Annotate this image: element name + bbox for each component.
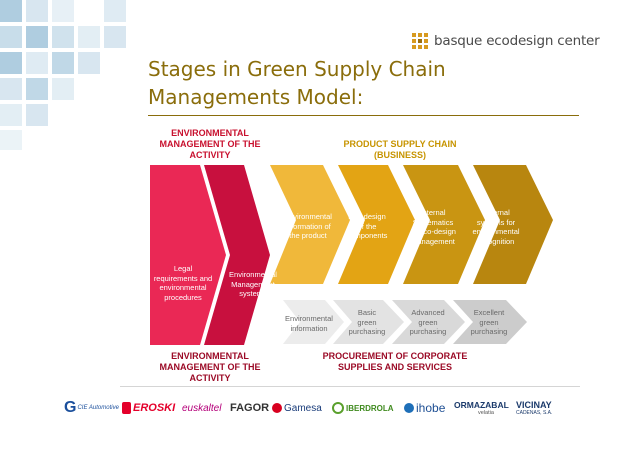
- header-procurement: PROCUREMENT OF CORPORATE SUPPLIES AND SE…: [322, 351, 468, 372]
- title-line-2: Managements Model:: [148, 85, 364, 109]
- ihobe-mark-icon: [404, 403, 414, 413]
- label-advanced-green: Advanced green purchasing: [409, 308, 447, 336]
- label-env-information: Environmental information: [285, 314, 333, 333]
- label-legal: Legal requirements and environmental pro…: [153, 264, 213, 302]
- logo-cie: G CIE Automotive: [64, 399, 119, 416]
- brand-name: basque ecodesign center: [434, 33, 600, 49]
- fagor-mark-icon: [272, 403, 283, 413]
- chevron-product-info: [270, 165, 350, 284]
- chevron-internal-systematics: [403, 165, 485, 284]
- footer-divider: [120, 386, 580, 387]
- label-external-systems: External systems for environmental recog…: [472, 208, 520, 246]
- logo-ihobe: ihobe: [404, 396, 445, 420]
- logo-euskaltel: euskaltel: [182, 402, 222, 414]
- chevron-excellent-green: [453, 300, 527, 344]
- eroski-mark-icon: [122, 402, 131, 414]
- chevron-ems: [204, 165, 270, 345]
- header-env-top: ENVIRONMENTAL MANAGEMENT OF THE ACTIVITY: [159, 128, 261, 160]
- page-title: Stages in Green Supply Chain Managements…: [148, 55, 568, 111]
- header-product-chain: PRODUCT SUPPLY CHAIN (BUSINESS): [343, 139, 457, 160]
- chevron-env-information: [283, 300, 344, 344]
- chevron-eco-design: [338, 165, 415, 284]
- label-internal-systematics: Internal Systematics of Eco-design manag…: [410, 208, 456, 246]
- logo-fagor: FAGOR: [230, 396, 283, 420]
- ecodesign-logo-icon: [412, 33, 428, 49]
- logo-ormazabal: ORMAZABAL velatia: [454, 400, 509, 416]
- decorative-mosaic: [0, 0, 126, 150]
- logo-eroski: EROSKI: [122, 396, 175, 420]
- sponsor-logos: G CIE Automotive EROSKI euskaltel FAGOR …: [64, 396, 584, 420]
- chevron-external-systems: [473, 165, 553, 284]
- label-eco-design: Eco-design of the components: [346, 212, 388, 240]
- logo-gamesa: Gamesa: [284, 402, 322, 414]
- title-line-1: Stages in Green Supply Chain: [148, 57, 446, 81]
- chevron-basic-green: [333, 300, 404, 344]
- label-basic-green: Basic green purchasing: [348, 308, 386, 336]
- brand: basque ecodesign center: [412, 30, 600, 52]
- chevron-legal: [150, 165, 226, 345]
- title-underline: [148, 115, 579, 116]
- label-excellent-green: Excellent green purchasing: [470, 308, 508, 336]
- logo-vicinay: VICINAY CADENAS, S.A.: [516, 400, 553, 416]
- iberdrola-leaf-icon: [332, 402, 344, 414]
- cie-g-icon: G: [64, 399, 77, 416]
- chevron-advanced-green: [392, 300, 465, 344]
- logo-iberdrola: IBERDROLA: [332, 396, 394, 420]
- label-ems: Environmental Management systems: [229, 270, 277, 298]
- header-env-bottom: ENVIRONMENTAL MANAGEMENT OF THE ACTIVITY: [159, 351, 261, 383]
- label-product-info: Environmental information of the product: [284, 212, 332, 240]
